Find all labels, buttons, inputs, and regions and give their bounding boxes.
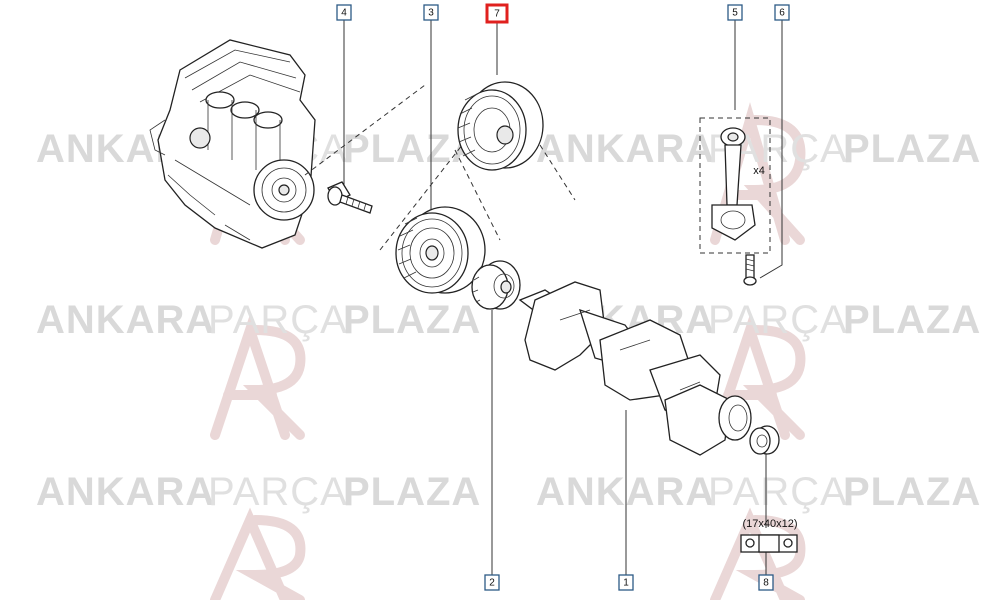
pilot-bearing-part [749,425,780,455]
watermark-word: PARÇA [708,298,848,342]
callout-label: 6 [779,8,785,19]
connecting-rod-set-frame [699,117,771,254]
watermark-logo [710,507,806,600]
callout-3[interactable]: 3 [423,4,439,21]
callout-label: 2 [489,578,495,589]
connecting-rod-group [699,117,771,254]
watermark-word: PARÇA [708,470,848,514]
bearing-size-note: (17x40x12) [742,518,797,530]
timing-sprocket-part [471,260,521,310]
watermark-word: PARÇA [208,298,348,342]
quantity-note: x4 [753,165,765,177]
callout-label: 7 [494,9,500,20]
callout-8[interactable]: 8 [758,574,774,591]
callout-4[interactable]: 4 [336,4,352,21]
callout-label: 8 [763,578,769,589]
watermark-word: PLAZA [843,470,981,514]
crankshaft-pulley-part [395,206,486,294]
damper-pulley-part-selected [457,81,544,171]
bearing-section-symbol [740,534,798,553]
callout-5[interactable]: 5 [727,4,743,21]
crankshaft-part [518,281,752,456]
watermark-logo [210,507,306,600]
watermark-word: PLAZA [843,127,981,171]
watermark-word: ANKARA [536,470,715,514]
watermark-word: PARÇA [208,470,348,514]
pulley-bolt-part [327,181,373,214]
callout-6[interactable]: 6 [774,4,790,21]
callout-1[interactable]: 1 [618,574,634,591]
rod-bolt-part [743,254,757,286]
watermark-word: PLAZA [343,470,481,514]
callout-label: 5 [732,8,738,19]
callout-2[interactable]: 2 [484,574,500,591]
callout-label: 3 [428,8,434,19]
engine-block-illustration [149,39,316,249]
leader-lines [304,20,783,575]
watermark-word: PLAZA [343,127,481,171]
watermark-word: ANKARA [36,298,215,342]
watermark-logo [210,314,306,440]
watermark-word: PLAZA [843,298,981,342]
watermark-word: ANKARA [36,470,215,514]
callout-label: 1 [623,578,629,589]
watermark-word: ANKARA [536,127,715,171]
callout-7-selected[interactable]: 7 [485,3,509,24]
watermark-word: PLAZA [343,298,481,342]
callout-label: 4 [341,8,347,19]
